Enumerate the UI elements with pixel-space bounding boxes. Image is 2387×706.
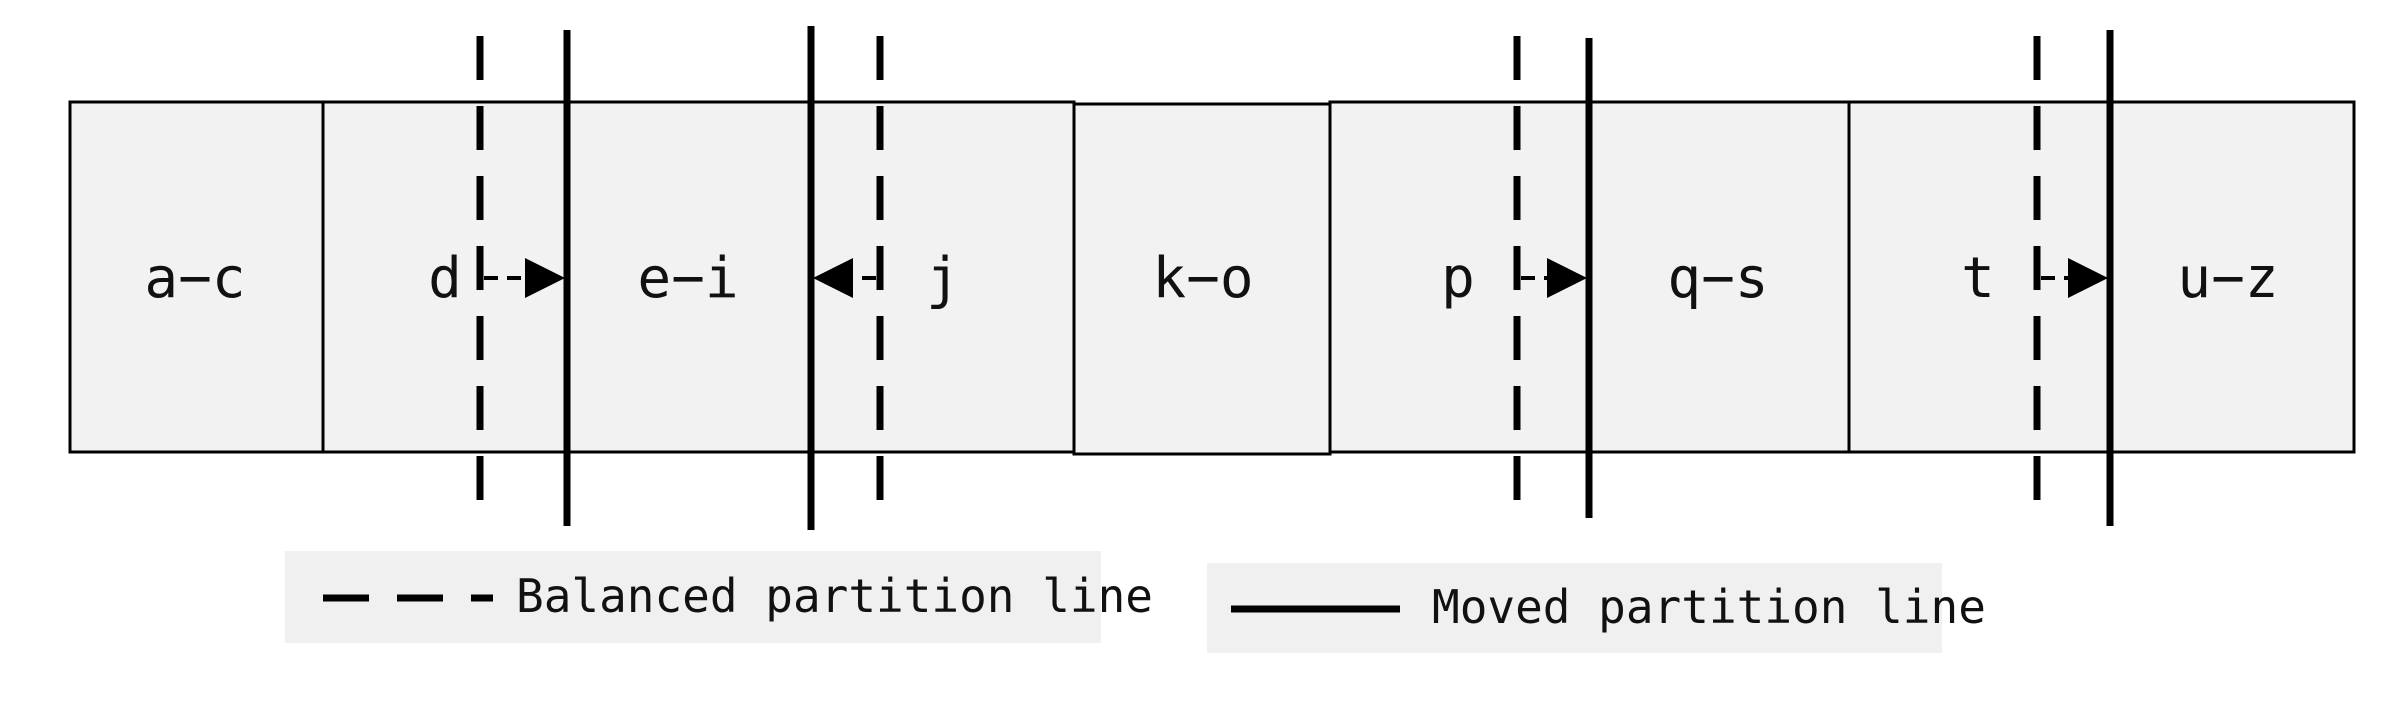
legend-moved: Moved partition line [1207,563,1986,653]
segment-label-u-z: u−z [2177,246,2278,311]
segment-label-k-o: k−o [1152,246,1253,311]
legend-balanced: Balanced partition line [285,551,1153,643]
segment-label-p: p [1441,246,1475,311]
segment-label-j: j [926,246,960,311]
segment-a-c [68,100,325,454]
segment-label-a-c: a−c [144,246,245,311]
segment-label-t: t [1961,246,1995,311]
legend-balanced-label: Balanced partition line [516,569,1153,623]
segment-label-e-i: e−i [637,246,738,311]
legend-moved-label: Moved partition line [1432,580,1986,634]
segment-d-to-j [321,100,1076,454]
segment-strip [68,100,2356,456]
segment-k-o [1072,102,1332,456]
segment-label-q-s: q−s [1667,246,1768,311]
segment-label-d: d [428,246,462,311]
